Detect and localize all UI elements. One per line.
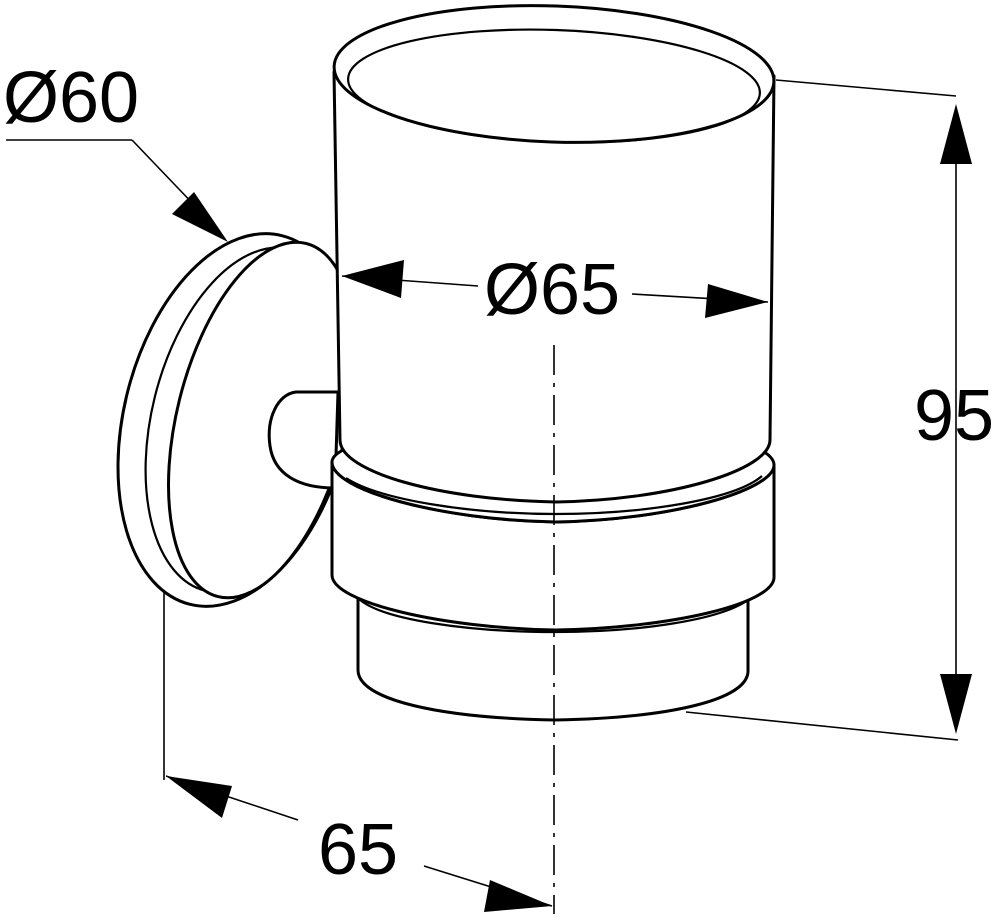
- tumbler-diameter-label: Ø65: [484, 250, 620, 330]
- wall-plate: [116, 232, 357, 608]
- plate-diameter-label: Ø60: [3, 58, 139, 138]
- height-label: 95: [914, 376, 994, 456]
- depth-label: 65: [318, 810, 398, 890]
- plate-diameter-dimension: Ø60: [3, 58, 228, 242]
- support-arm: [267, 390, 340, 490]
- glass-tumbler: [332, 4, 776, 504]
- tumbler-diameter-dimension: Ø65: [341, 250, 769, 330]
- height-dimension: 95: [685, 79, 994, 741]
- depth-dimension: 65: [163, 590, 553, 912]
